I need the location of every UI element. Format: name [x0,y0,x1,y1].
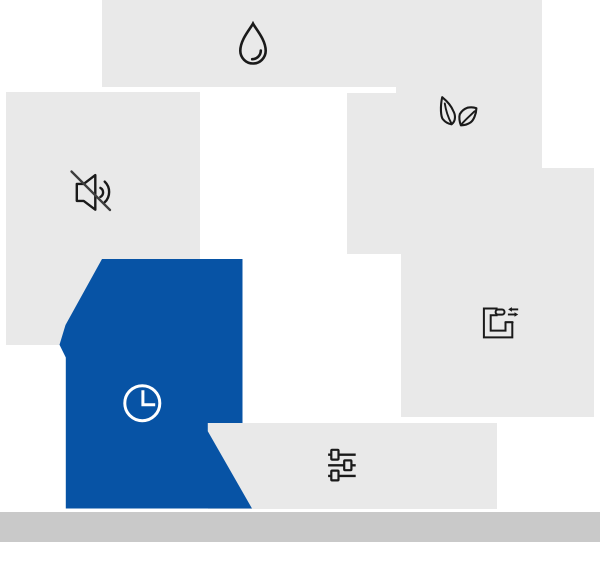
water-drop-icon [238,20,268,65]
hose-swap-icon [482,307,519,339]
tile-water-connection[interactable] [401,168,594,417]
clock-icon [123,384,162,423]
tile-water[interactable] [102,0,396,87]
taskbar[interactable] [0,512,600,542]
speaker-mute-icon [70,170,112,212]
options-sliders-icon [328,448,356,482]
selected-tile-shape[interactable] [59,259,253,509]
eco-leaves-icon [439,96,478,127]
